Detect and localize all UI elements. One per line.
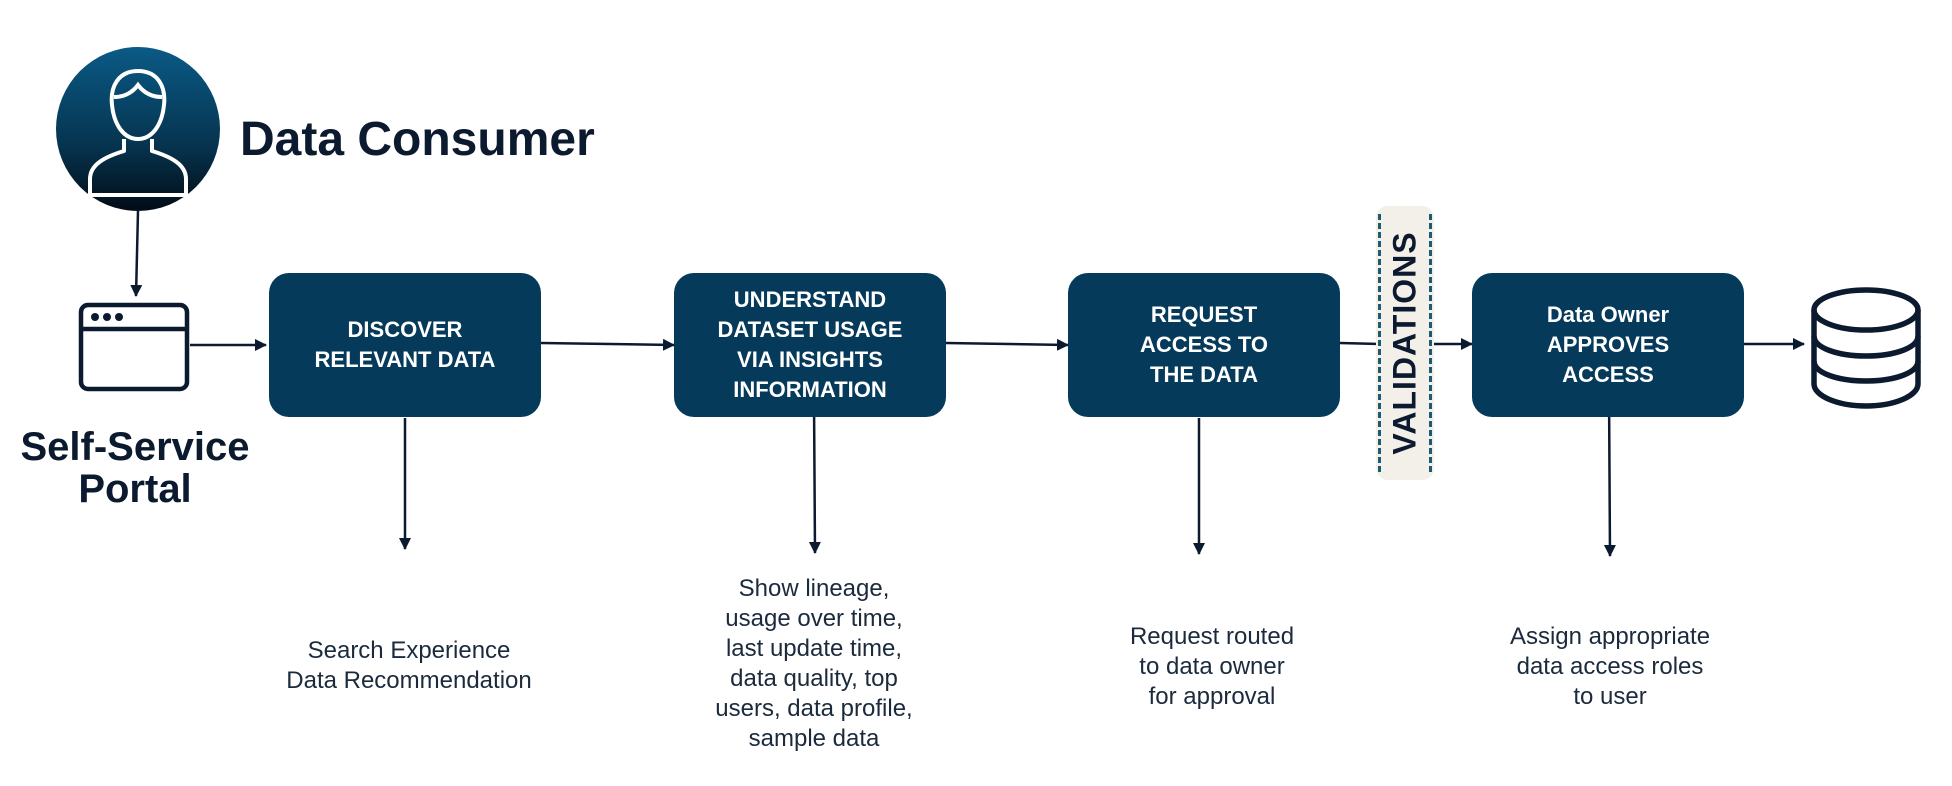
note-discover: Search Experience Data Recommendation: [286, 637, 532, 694]
arrow-approve-to-note: [1603, 389, 1616, 557]
database-icon: [1811, 287, 1921, 409]
validations-gate: VALIDATIONS: [1376, 206, 1434, 480]
note-understand: Show lineage, usage over time, last upda…: [715, 575, 913, 752]
arrow-understand-to-note: [808, 399, 821, 554]
note-approve: Assign appropriate data access roles to …: [1509, 623, 1711, 710]
user-icon: [88, 68, 188, 197]
arrow-request-to-validations: [1339, 341, 1381, 346]
step-understand-dataset-usage: UNDERSTAND DATASET USAGE VIA INSIGHTS IN…: [674, 273, 946, 417]
browser-window-icon: [78, 302, 190, 392]
step-owner-approves-access: Data Owner APPROVES ACCESS: [1472, 273, 1744, 417]
arrow-understand-to-request: [945, 338, 1069, 351]
self-service-portal-title: Self-Service Portal: [20, 425, 250, 511]
data-consumer-avatar: [56, 47, 220, 211]
step-discover-relevant-data: DISCOVER RELEVANT DATA: [269, 273, 541, 417]
validations-label: VALIDATIONS: [1386, 231, 1423, 455]
data-consumer-title: Data Consumer: [240, 113, 595, 166]
arrow-consumer-to-portal: [130, 210, 143, 297]
arrow-discover-to-understand: [540, 338, 675, 351]
note-request: Request routed to data owner for approva…: [1129, 623, 1295, 710]
step-request-access: REQUEST ACCESS TO THE DATA: [1068, 273, 1340, 417]
